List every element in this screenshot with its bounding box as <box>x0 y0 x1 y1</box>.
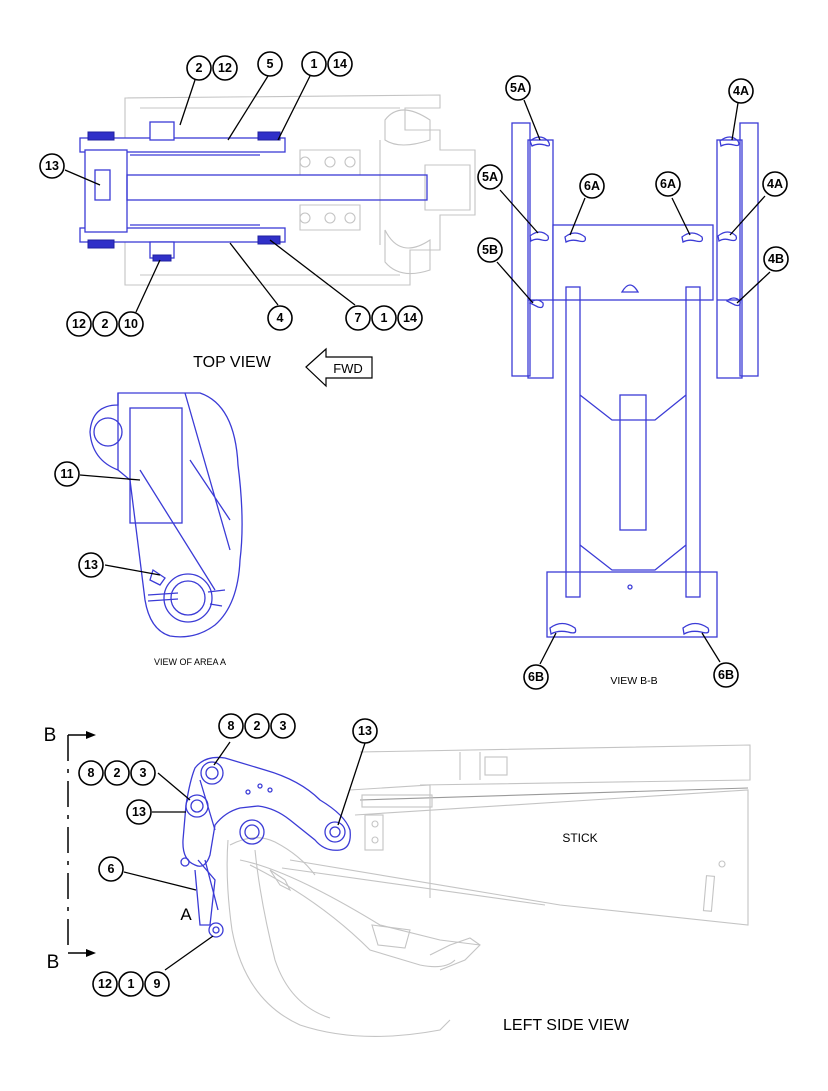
svg-text:7: 7 <box>355 311 362 325</box>
callout-bb-5b: 5B <box>477 237 503 263</box>
callout-top-13: 13 <box>39 153 65 179</box>
svg-text:13: 13 <box>358 724 372 738</box>
callout-top-2: 2 <box>186 55 212 81</box>
top-view-label: TOP VIEW <box>193 354 272 371</box>
svg-text:6B: 6B <box>528 670 544 684</box>
svg-text:12: 12 <box>72 317 86 331</box>
svg-text:8: 8 <box>228 719 235 733</box>
callout-bb-4a-top: 4A <box>728 78 754 104</box>
callout-top-4: 4 <box>267 305 293 331</box>
top-view-drawing <box>79 94 476 286</box>
left-side-drawing <box>180 744 751 1037</box>
callout-bb-5a-mid: 5A <box>477 164 503 190</box>
area-a-label: VIEW OF AREA A <box>154 657 226 667</box>
callout-ls-13b: 13 <box>352 718 378 744</box>
area-a-mark: A <box>180 905 192 924</box>
svg-text:5A: 5A <box>482 170 498 184</box>
callout-bb-6b-right: 6B <box>713 662 739 688</box>
callout-ls-9: 9 <box>144 971 170 997</box>
svg-text:5A: 5A <box>510 81 526 95</box>
left-side-leaders <box>123 741 366 971</box>
left-side-view-label: LEFT SIDE VIEW <box>503 1017 630 1034</box>
callout-area-11: 11 <box>54 461 80 487</box>
svg-text:1: 1 <box>311 57 318 71</box>
callout-ls-1: 1 <box>118 971 144 997</box>
callout-bb-6a-left: 6A <box>579 173 605 199</box>
callout-ls-8a: 8 <box>218 713 244 739</box>
callout-ls-8b: 8 <box>78 760 104 786</box>
callout-top-5: 5 <box>257 51 283 77</box>
callout-ls-12: 12 <box>92 971 118 997</box>
callout-top-1: 1 <box>301 51 327 77</box>
section-b-top: B <box>44 725 57 746</box>
top-view-leaders <box>64 75 356 313</box>
callout-ls-3a: 3 <box>270 713 296 739</box>
svg-text:2: 2 <box>114 766 121 780</box>
callout-top-bl-2: 2 <box>92 311 118 337</box>
svg-text:1: 1 <box>381 311 388 325</box>
view-bb-drawing <box>511 122 759 638</box>
svg-text:6A: 6A <box>660 177 676 191</box>
section-b-bottom: B <box>47 952 60 973</box>
view-bb-label: VIEW B-B <box>610 675 657 687</box>
svg-text:4: 4 <box>277 311 284 325</box>
svg-text:2: 2 <box>196 61 203 75</box>
callout-top-br-7: 7 <box>345 305 371 331</box>
svg-text:5: 5 <box>267 57 274 71</box>
callout-bb-4b: 4B <box>763 246 789 272</box>
svg-text:2: 2 <box>102 317 109 331</box>
callout-top-bl-12: 12 <box>66 311 92 337</box>
svg-text:4A: 4A <box>733 84 749 98</box>
callout-bb-6b-left: 6B <box>523 664 549 690</box>
svg-text:10: 10 <box>124 317 138 331</box>
svg-text:3: 3 <box>140 766 147 780</box>
svg-text:13: 13 <box>84 558 98 572</box>
callout-bb-4a-mid: 4A <box>762 171 788 197</box>
svg-text:1: 1 <box>128 977 135 991</box>
callout-top-12: 12 <box>212 55 238 81</box>
svg-text:2: 2 <box>254 719 261 733</box>
callout-top-bl-10: 10 <box>118 311 144 337</box>
callout-ls-2a: 2 <box>244 713 270 739</box>
svg-text:4B: 4B <box>768 252 784 266</box>
svg-text:12: 12 <box>98 977 112 991</box>
stick-label: STICK <box>562 831 597 845</box>
svg-text:14: 14 <box>333 57 347 71</box>
callouts: 2 12 5 1 14 13 12 2 10 4 7 1 14 5A 4A 5A… <box>39 51 789 997</box>
callout-ls-6: 6 <box>98 856 124 882</box>
svg-text:14: 14 <box>403 311 417 325</box>
callout-ls-3b: 3 <box>130 760 156 786</box>
callout-bb-6a-right: 6A <box>655 171 681 197</box>
callout-area-13: 13 <box>78 552 104 578</box>
section-line-bb <box>67 731 96 957</box>
callout-top-br-1: 1 <box>371 305 397 331</box>
callout-top-14: 14 <box>327 51 353 77</box>
view-bb-leaders <box>496 99 771 665</box>
area-a-leaders <box>79 474 161 576</box>
callout-ls-2b: 2 <box>104 760 130 786</box>
svg-text:9: 9 <box>154 977 161 991</box>
fwd-label: FWD <box>333 361 363 376</box>
area-a-drawing <box>89 392 243 638</box>
svg-text:5B: 5B <box>482 243 498 257</box>
svg-text:6A: 6A <box>584 179 600 193</box>
svg-text:8: 8 <box>88 766 95 780</box>
svg-text:4A: 4A <box>767 177 783 191</box>
callout-top-br-14: 14 <box>397 305 423 331</box>
fwd-arrow: FWD <box>305 347 373 388</box>
svg-text:6: 6 <box>108 862 115 876</box>
svg-text:12: 12 <box>218 61 232 75</box>
svg-text:3: 3 <box>280 719 287 733</box>
svg-text:11: 11 <box>60 467 73 481</box>
callout-ls-13a: 13 <box>126 799 152 825</box>
callout-bb-5a-top: 5A <box>505 75 531 101</box>
svg-text:6B: 6B <box>718 668 734 682</box>
svg-text:13: 13 <box>132 805 146 819</box>
svg-text:13: 13 <box>45 159 59 173</box>
